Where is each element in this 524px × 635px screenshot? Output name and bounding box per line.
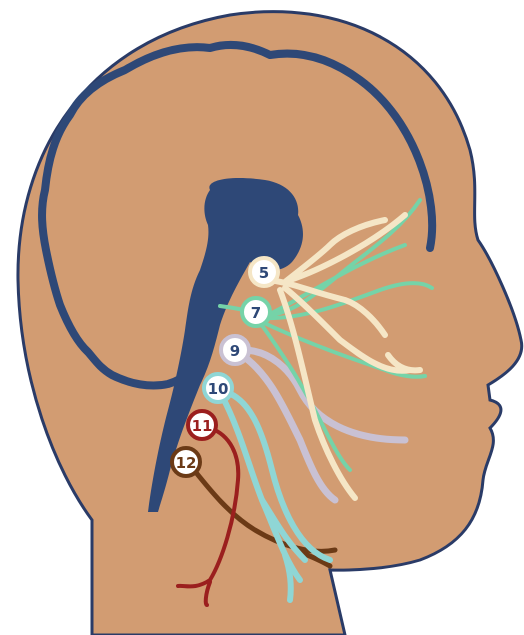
cranial-nerve-7-badge: 7 — [242, 298, 270, 326]
cranial-nerve-9-badge: 9 — [221, 336, 249, 364]
nerve-number-label: 5 — [259, 264, 269, 282]
cranial-nerve-5-badge: 5 — [250, 258, 278, 286]
cranial-nerve-10-badge: 10 — [204, 374, 232, 402]
nerve-number-label: 10 — [208, 380, 229, 398]
nerve-number-label: 12 — [176, 454, 197, 472]
head-silhouette — [18, 12, 522, 635]
cranial-nerve-12-badge: 12 — [172, 448, 200, 476]
cranial-nerve-11-badge: 11 — [188, 411, 216, 439]
nerve-number-label: 9 — [230, 342, 240, 360]
nerve-number-label: 11 — [192, 417, 213, 435]
nerve-number-label: 7 — [251, 304, 261, 322]
